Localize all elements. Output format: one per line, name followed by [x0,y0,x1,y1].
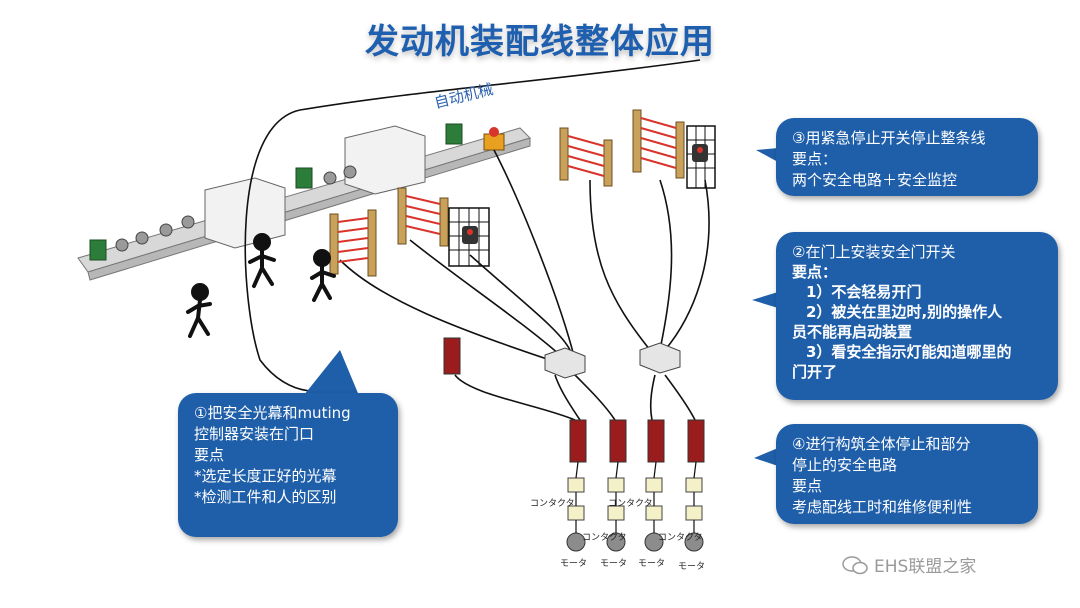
callout-door-switch: ②在门上安装安全门开关 要点： 1）不会轻易开门 2）被关在里边时,别的操作人 … [776,232,1058,400]
callout-line: 2）被关在里边时,别的操作人 [806,303,1003,321]
contactors [567,477,703,521]
operator-figures [186,233,336,338]
controller-to-contactor-wires [575,461,697,533]
page-title: 发动机装配线整体应用 [365,22,715,62]
conveyor-line [77,127,531,281]
contactor-label: コンタクタ [530,499,575,509]
light-curtains [329,109,685,277]
contactor-label: コンタクタ [658,533,703,543]
callout-line: 停止的安全电路 [792,456,898,474]
watermark: EHS联盟之家 [842,552,976,577]
callout-line: ④进行构筑全体停止和部分 [792,435,971,453]
wechat-icon [842,555,868,574]
motor-label: モータ [638,559,666,569]
callout-line: 要点： [792,263,838,281]
contactor-label: コンタクタ [608,499,653,509]
motor-label: モータ [678,562,706,572]
callout-safety-circuit: ④进行构筑全体停止和部分 停止的安全电路 要点 考虑配线工时和维修便利性 [776,424,1038,524]
emergency-stop-switch [483,127,505,151]
callout-light-curtain: ①把安全光幕和muting 控制器安装在门口 要点 *选定长度正好的光幕 *检测… [178,393,398,537]
machine-enclosure [204,125,426,249]
callout-line: 要点 [792,477,823,495]
callout-line: ①把安全光幕和muting [194,404,351,422]
callout-line: 1）不会轻易开门 [806,283,922,301]
callout-line: 员不能再启动装置 [792,323,913,341]
engine-parts [115,165,357,252]
callout-line: *检测工件和人的区别 [194,488,337,506]
watermark-text: EHS联盟之家 [874,557,977,577]
callout-emergency-stop: ③用紧急停止开关停止整条线 要点： 两个安全电路＋安全监控 [776,118,1038,196]
callout-line: 控制器安装在门口 [194,425,315,443]
safety-door-switch [448,125,716,267]
callout-pointers [300,148,778,466]
callout-line: 要点 [194,446,225,464]
callout-line: 要点： [792,150,838,168]
contactor-label: コンタクタ [582,533,627,543]
safety-monitor-units [544,342,681,379]
callout-line: *选定长度正好的光幕 [194,467,337,485]
callout-line: 3）看安全指示灯能知道哪里的 [806,343,1012,361]
callout-line: 考虑配线工时和维修便利性 [792,498,973,516]
callout-line: ②在门上安装安全门开关 [792,243,956,261]
motor-label: モータ [600,559,628,569]
motor-label: モータ [560,559,588,569]
callout-line: 两个安全电路＋安全监控 [792,171,958,189]
callout-line: 门开了 [792,363,838,381]
wiring [244,59,710,421]
callout-line: ③用紧急停止开关停止整条线 [792,129,986,147]
